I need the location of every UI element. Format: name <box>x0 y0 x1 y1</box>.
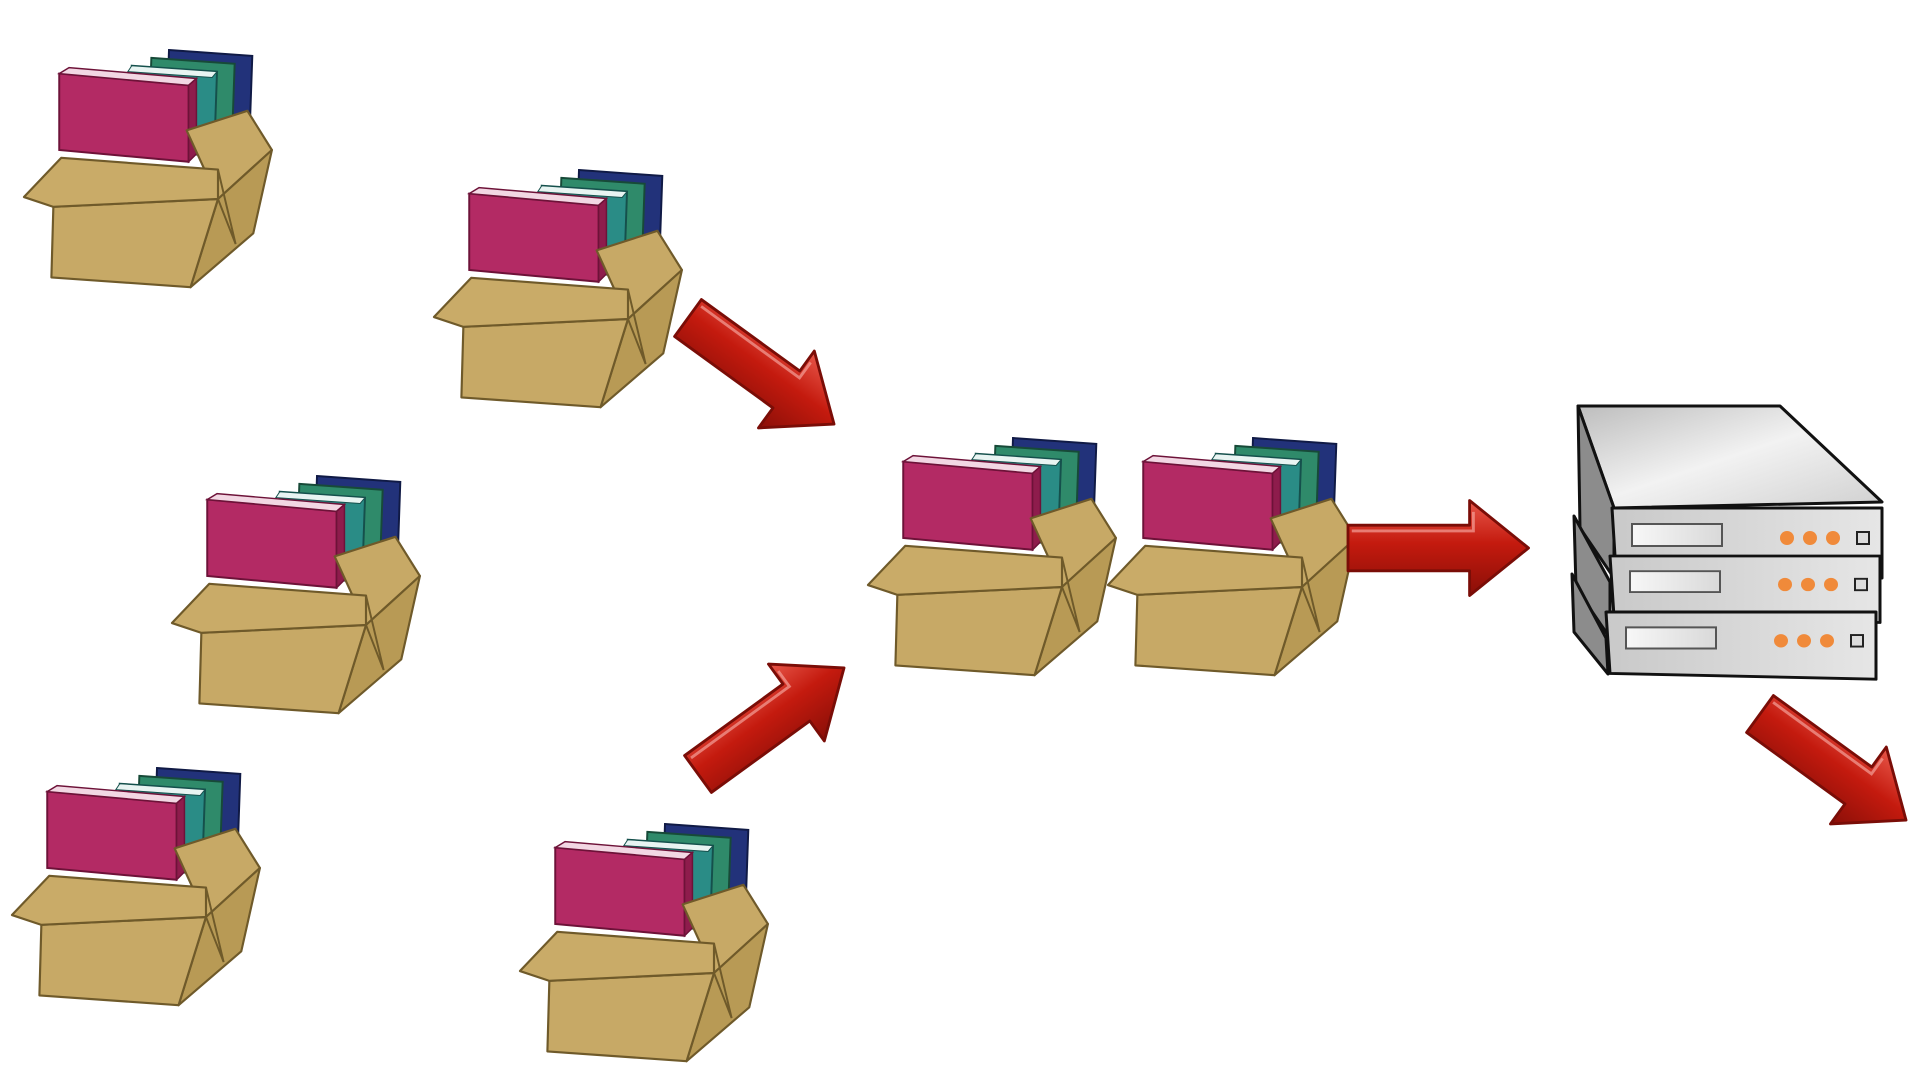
server-rack-icon <box>1570 404 1884 681</box>
package-box-icon <box>1106 436 1357 677</box>
arrow-icon <box>668 628 874 814</box>
package-box-icon <box>432 168 683 409</box>
package-box-icon <box>866 436 1117 677</box>
arrow-icon <box>658 278 864 464</box>
arrow-icon <box>1346 499 1530 597</box>
package-box-icon <box>22 48 273 289</box>
package-box-icon <box>170 474 421 715</box>
package-box-icon <box>518 822 769 1063</box>
arrow-icon <box>1730 674 1920 860</box>
package-box-icon <box>10 766 261 1007</box>
